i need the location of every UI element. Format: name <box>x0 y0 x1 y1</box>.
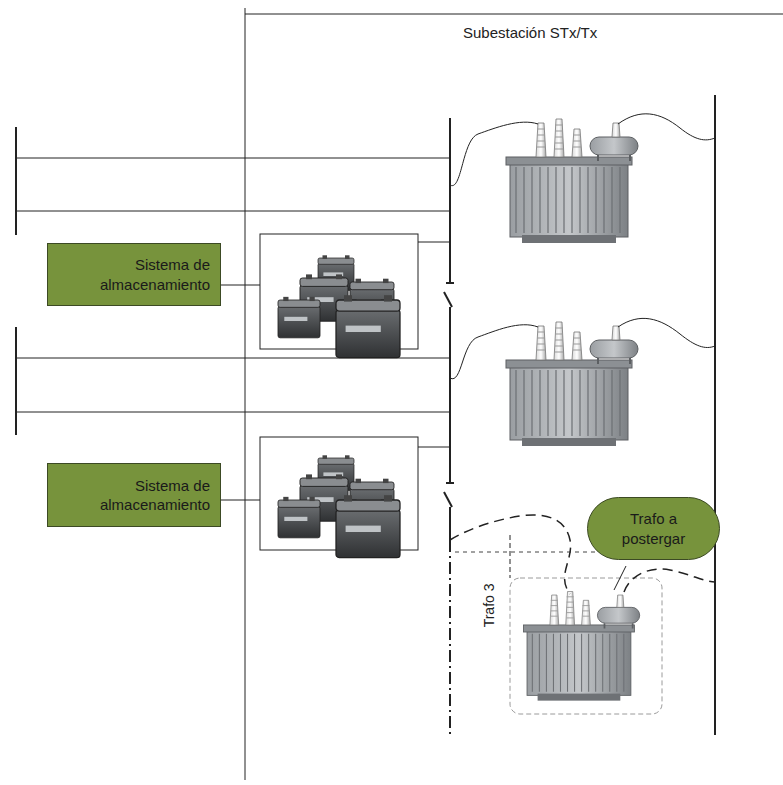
region-line <box>245 14 783 15</box>
dashed-enclosure <box>510 578 662 714</box>
transformer-wire <box>618 114 715 140</box>
dashed-wire <box>450 515 571 594</box>
transformer-illustration <box>506 119 638 243</box>
transformer-wire <box>450 325 538 379</box>
box-text: Sistema de almacenamiento <box>60 255 210 294</box>
box-text: Trafo a postergar <box>600 509 708 548</box>
feeder-line <box>16 211 450 212</box>
feeder-line <box>16 158 450 159</box>
storage-box: Sistema de almacenamiento <box>47 243 221 306</box>
feeder-line <box>16 412 450 413</box>
middle-busbar <box>444 118 454 735</box>
busbar <box>15 127 17 235</box>
dashed-line <box>510 535 511 578</box>
busbar <box>15 327 17 435</box>
leader-line <box>614 566 626 590</box>
region-title: Subestación STx/Tx <box>463 24 597 42</box>
transformer-illustration <box>506 322 638 446</box>
storage-box: Sistema de almacenamiento <box>47 463 221 527</box>
callout-bubble: Trafo a postergar <box>587 497 720 560</box>
battery-symbol <box>278 255 400 357</box>
transformer-illustration <box>524 592 640 701</box>
busbar <box>714 95 716 735</box>
transformer-wire <box>618 318 715 347</box>
transformer-label: Trafo 3 <box>481 583 498 627</box>
battery-wire <box>418 447 450 448</box>
dashed-wire <box>624 569 715 592</box>
box-text: Sistema de almacenamiento <box>60 476 210 515</box>
region-line <box>245 8 246 780</box>
battery-wire <box>418 242 450 243</box>
battery-symbol <box>278 455 400 557</box>
leader-line <box>221 285 260 286</box>
leader-line <box>221 500 260 501</box>
transformer-wire <box>450 122 538 185</box>
